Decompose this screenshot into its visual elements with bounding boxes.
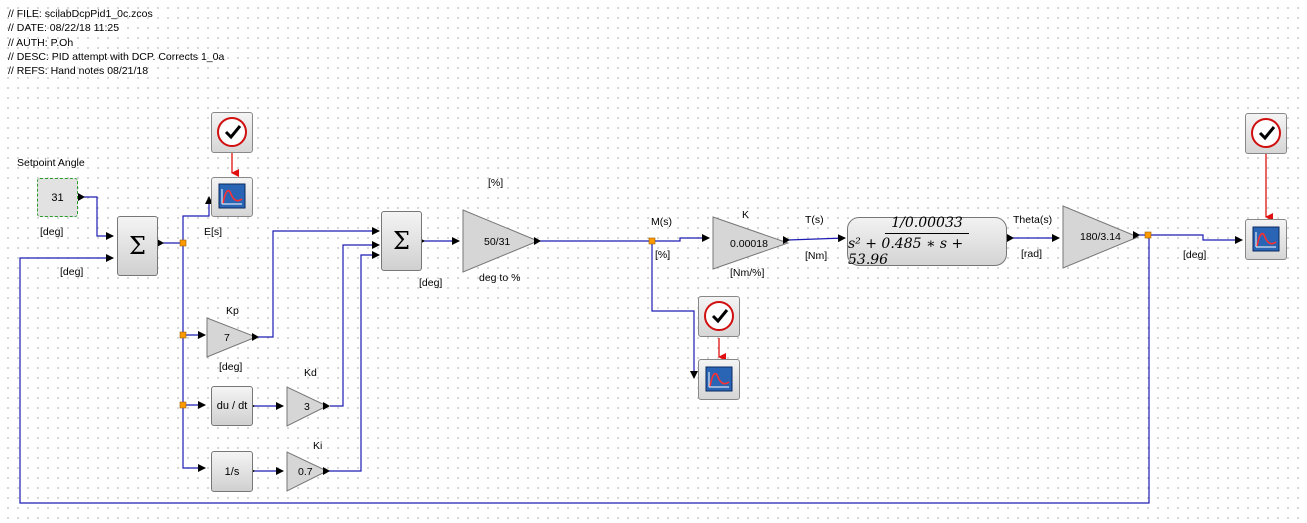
wire-to-scope3	[1149, 234, 1243, 244]
gain-deg-to-pct-triangle	[462, 209, 540, 273]
m-signal-unit: [%]	[655, 249, 671, 261]
integral-label: 1/s	[224, 465, 240, 478]
scope-block-output[interactable]	[1245, 219, 1287, 260]
theta-signal-name: Theta(s)	[1013, 214, 1053, 226]
k-gain-unit: [Nm/%]	[730, 267, 765, 279]
gain-kd-triangle	[286, 386, 329, 427]
clock-icon	[704, 301, 734, 331]
rad-to-deg-value[interactable]: 180/3.14	[1080, 231, 1121, 243]
file-header: // FILE: scilabDcpPid1_0c.zcos // DATE: …	[8, 7, 224, 78]
gain-deg-to-pct-caption: deg to %	[479, 272, 521, 284]
transfer-function-block[interactable]: 1/0.00033 s² + 0.485 ∗ s + 53.96	[847, 215, 1007, 268]
kd-value[interactable]: 3	[304, 401, 310, 413]
header-file-line: // FILE: scilabDcpPid1_0c.zcos	[8, 8, 153, 20]
gain-ki-triangle	[286, 451, 329, 492]
wire-split-k	[652, 234, 710, 242]
wire-kp-sum2	[258, 227, 380, 338]
derivative-label: du / dt	[216, 400, 248, 412]
kd-name: Kd	[304, 367, 317, 379]
k-gain-value[interactable]: 0.00018	[730, 238, 768, 250]
percent-label: [%]	[488, 177, 504, 189]
scope-block-error[interactable]	[211, 177, 253, 217]
ki-value[interactable]: 0.7	[298, 466, 313, 478]
sigma-icon: Σ	[393, 227, 410, 255]
t-signal-name: T(s)	[805, 214, 824, 226]
clock-icon	[217, 117, 247, 147]
header-date-line: // DATE: 08/22/18 11:25	[8, 22, 120, 35]
kp-name: Kp	[226, 305, 239, 317]
integral-block[interactable]: 1/s	[211, 451, 253, 492]
m-signal-name: M(s)	[651, 216, 672, 228]
setpoint-unit: [deg]	[40, 226, 64, 238]
tf-denominator: s² + 0.485 ∗ s + 53.96	[848, 236, 964, 268]
wire-setpoint	[84, 196, 114, 240]
gain-k-triangle	[712, 216, 790, 270]
scope-block-motor[interactable]	[698, 359, 740, 400]
theta-signal-unit: [rad]	[1021, 248, 1043, 260]
wire-feedback	[19, 235, 1150, 504]
t-signal-unit: [Nm]	[805, 250, 828, 262]
scope-icon	[1252, 226, 1280, 252]
header-auth-line: // AUTH: P.Oh	[8, 36, 74, 49]
clock-icon	[1251, 118, 1281, 148]
output-unit-label: [deg]	[1183, 249, 1207, 261]
header-refs-line: // REFS: Hand notes 08/21/18	[8, 65, 149, 78]
sigma-icon: Σ	[129, 232, 146, 260]
tf-numerator: 1/0.00033	[885, 215, 969, 234]
pid-output-unit: [deg]	[419, 277, 443, 289]
scope-icon	[705, 366, 733, 392]
k-gain-name: K	[742, 209, 750, 221]
header-desc-line: // DESC: PID attempt with DCP. Corrects …	[8, 50, 225, 63]
wire-ki-sum2	[327, 251, 380, 472]
setpoint-constant-block[interactable]: 31	[37, 178, 78, 217]
wire-split-scope2	[651, 241, 698, 379]
setpoint-value: 31	[51, 191, 64, 204]
sum-block-pid[interactable]: Σ	[381, 211, 422, 271]
derivative-block[interactable]: du / dt	[211, 386, 253, 426]
error-signal-label: E[s]	[204, 226, 223, 238]
gain-kp-triangle	[206, 317, 258, 358]
clock-block-2[interactable]	[698, 296, 740, 337]
gain-deg-to-pct-value[interactable]: 50/31	[484, 236, 511, 248]
wire-k-tf	[787, 234, 846, 243]
gain-rad-to-deg-triangle	[1062, 205, 1140, 269]
setpoint-title: Setpoint Angle	[17, 157, 85, 169]
feedback-unit-label: [deg]	[60, 266, 84, 278]
clock-block-1[interactable]	[211, 112, 253, 153]
split-point	[179, 239, 187, 247]
wire-error-scope	[182, 196, 213, 243]
split-point	[1144, 231, 1152, 239]
ki-name: Ki	[313, 440, 323, 452]
kp-unit: [deg]	[219, 361, 243, 373]
kp-value[interactable]: 7	[224, 332, 230, 344]
wire-error-trunk	[182, 243, 206, 472]
sum-block-error[interactable]: Σ	[117, 216, 158, 276]
split-point	[648, 237, 656, 245]
wire-kd-sum2	[330, 241, 380, 407]
scope-icon	[218, 183, 246, 209]
split-point	[179, 331, 187, 339]
clock-block-3[interactable]	[1245, 113, 1287, 154]
split-point	[179, 401, 187, 409]
